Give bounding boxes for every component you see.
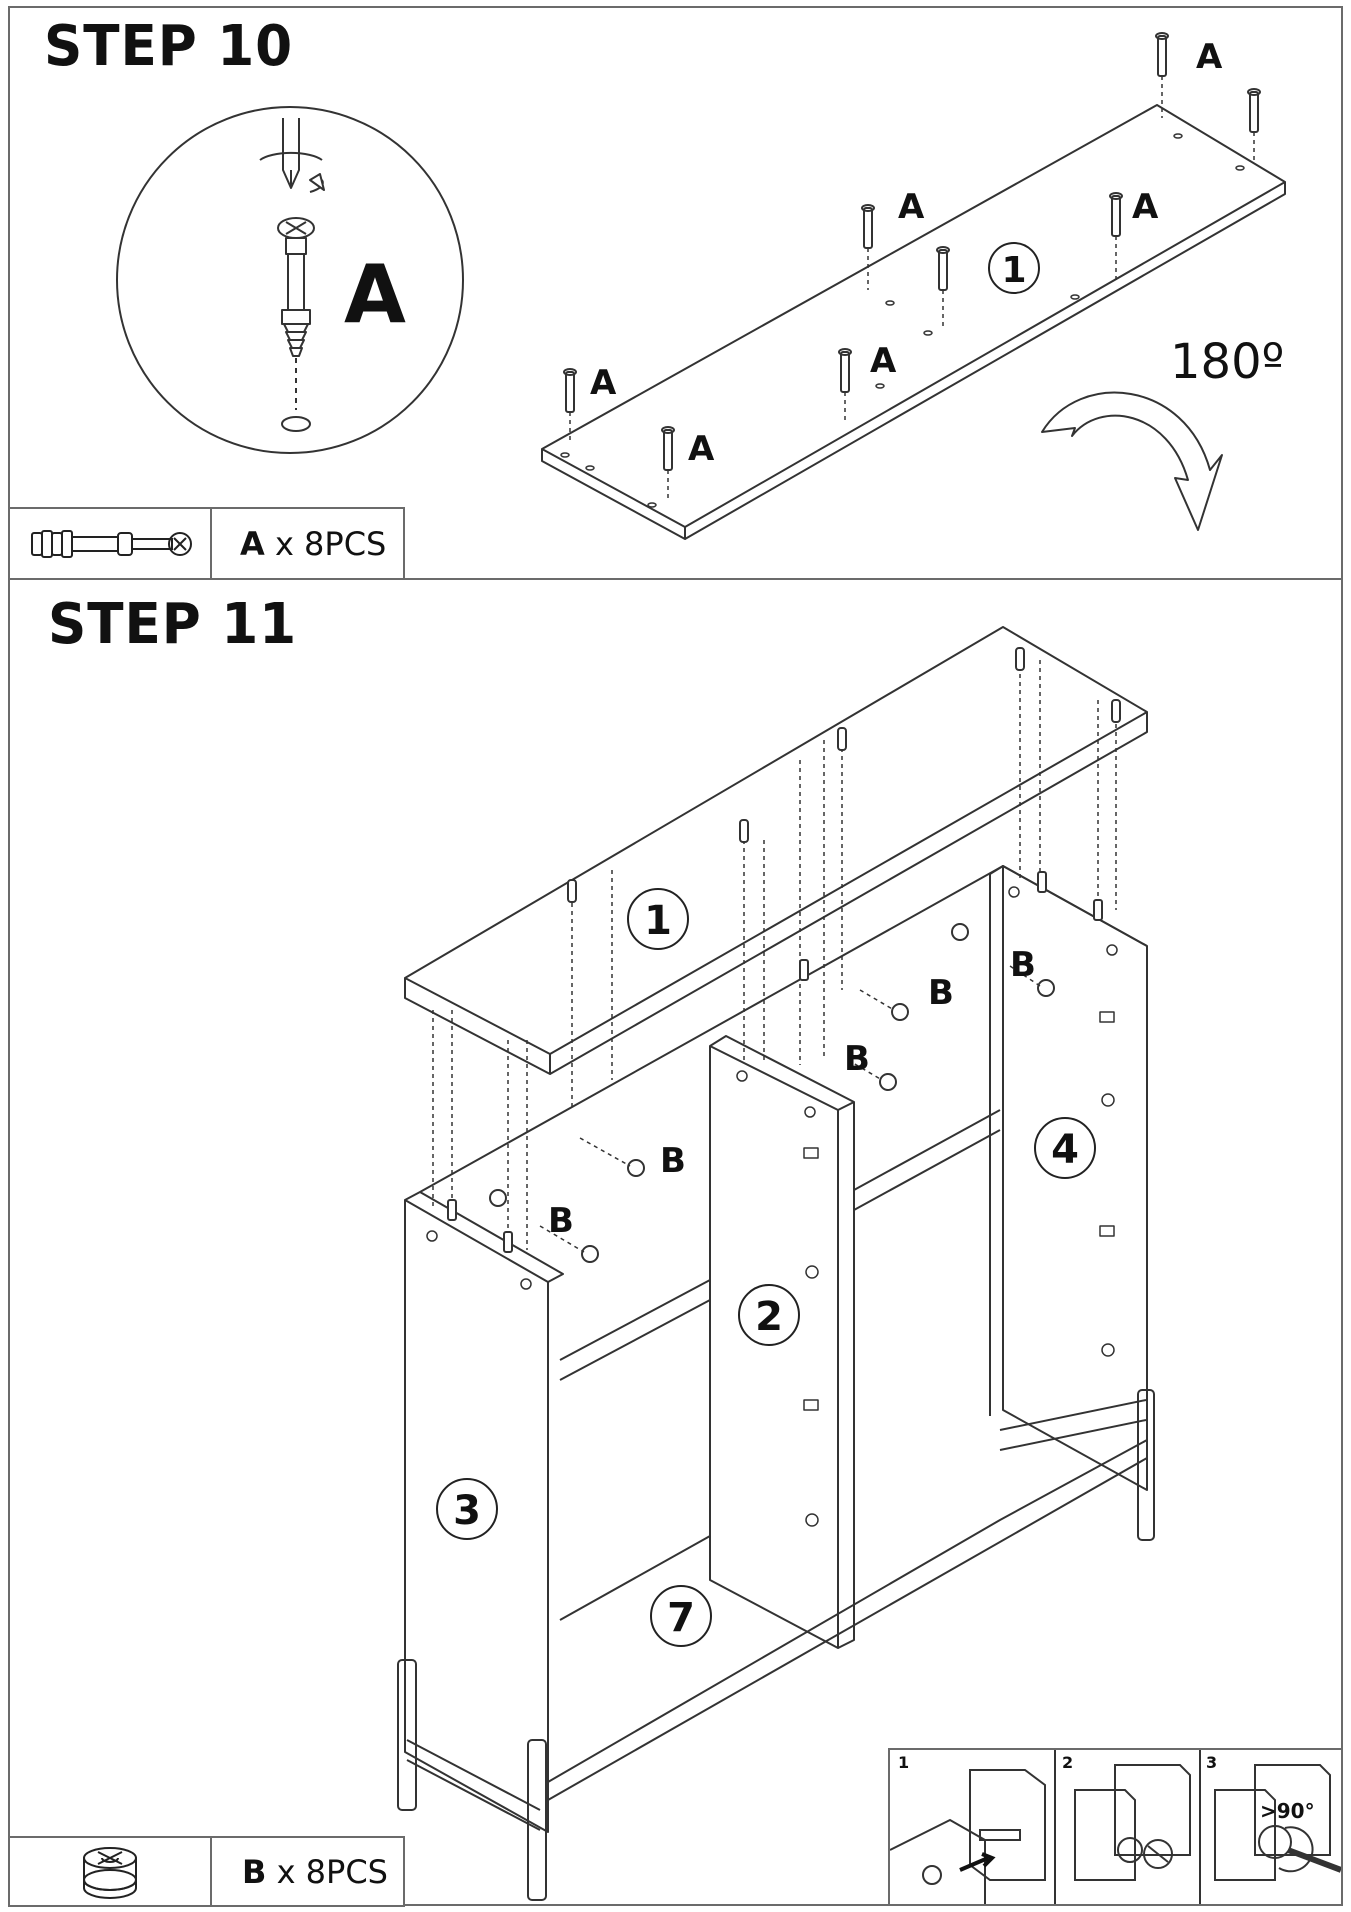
svg-text:A: A — [898, 187, 925, 227]
inset-angle: >90° — [1260, 1799, 1315, 1823]
svg-text:A: A — [1196, 37, 1223, 77]
rotation-angle: 180º — [1170, 334, 1284, 390]
inset-step-1: 1 — [898, 1753, 909, 1772]
svg-text:B: B — [1010, 945, 1036, 985]
svg-text:B: B — [548, 1201, 574, 1241]
svg-text:A: A — [1132, 187, 1159, 227]
detail-label-a: A — [344, 248, 406, 341]
cam-lock-icon — [10, 1838, 212, 1905]
inset-step-2: 2 — [1062, 1753, 1073, 1772]
svg-text:4: 4 — [1051, 1127, 1079, 1173]
step-11-parts-count: B x 8PCS — [242, 1853, 388, 1891]
svg-text:1: 1 — [644, 898, 672, 944]
cam-bolt-icon — [10, 509, 212, 578]
panel-numbers-step11: 1 2 3 4 7 — [436, 888, 1096, 1647]
panel-1-step10 — [541, 32, 1286, 540]
svg-text:B: B — [660, 1141, 686, 1181]
svg-text:A: A — [590, 363, 617, 403]
svg-text:A: A — [870, 341, 897, 381]
detail-magnifier — [116, 106, 464, 454]
svg-text:1: 1 — [1001, 250, 1026, 291]
step-11-parts-box: B x 8PCS — [8, 1836, 405, 1907]
svg-text:2: 2 — [755, 1294, 783, 1340]
svg-text:A: A — [688, 429, 715, 469]
hardware-labels-a: A A A A A A — [590, 37, 1223, 469]
inset-step-3: 3 — [1206, 1753, 1217, 1772]
step-10-parts-box: A x 8PCS — [8, 507, 405, 580]
panel-number-1-step10: 1 — [988, 242, 1040, 294]
step-10-title: STEP 10 — [44, 14, 294, 79]
svg-text:B: B — [928, 973, 954, 1013]
svg-text:B: B — [844, 1039, 870, 1079]
step-11-title: STEP 11 — [48, 592, 298, 657]
cam-lock-inset: 1 2 3 >90° — [888, 1748, 1343, 1906]
cam-labels-b: B B B B B — [548, 945, 1036, 1241]
step-10-parts-count: A x 8PCS — [240, 525, 387, 563]
instruction-sheet-frame — [8, 6, 1343, 1906]
svg-text:7: 7 — [667, 1595, 695, 1641]
step-divider — [8, 578, 1343, 580]
svg-text:3: 3 — [453, 1488, 481, 1534]
cabinet-step11 — [397, 626, 1155, 1901]
